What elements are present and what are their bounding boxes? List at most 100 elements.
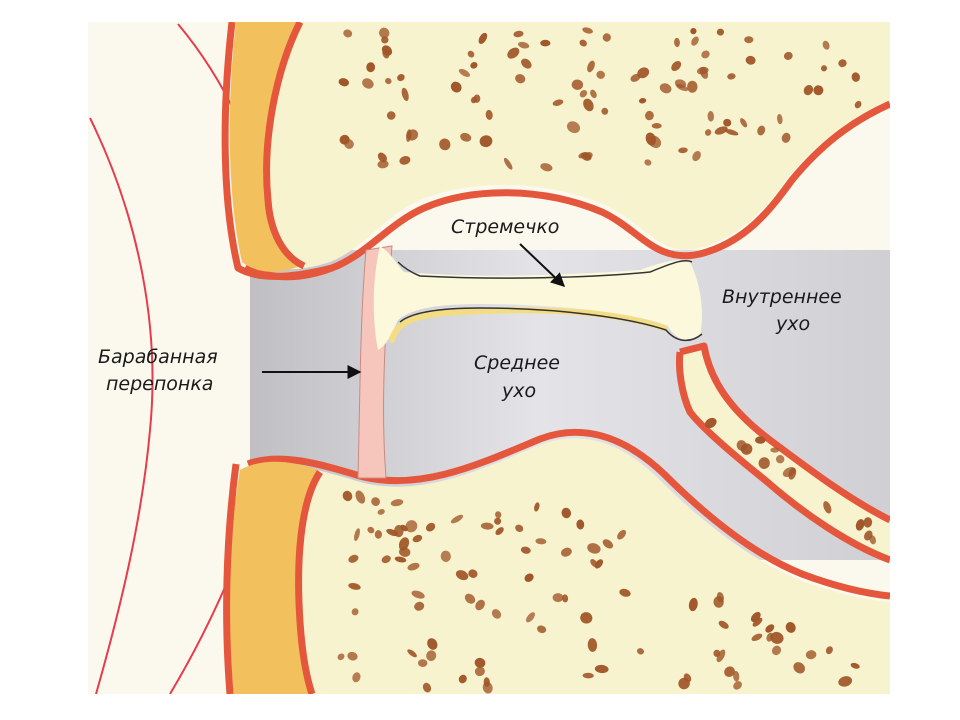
marrow-dot (723, 118, 732, 127)
marrow-dot (571, 79, 584, 90)
stapes-edge (389, 307, 667, 343)
marrow-dot (783, 51, 793, 60)
marrow-dot (736, 440, 747, 451)
marrow-dot (838, 59, 847, 68)
marrow-dot (390, 499, 404, 507)
marrow-dot (515, 74, 526, 84)
marrow-dot (439, 138, 451, 151)
marrow-dot (552, 99, 564, 106)
marrow-dot (534, 502, 540, 512)
marrow-dot (683, 673, 692, 683)
marrow-dot (401, 87, 409, 102)
marrow-dot (781, 132, 791, 143)
marrow-dot (651, 123, 662, 129)
marrow-dot (385, 78, 392, 85)
bone-marrow-dots (337, 27, 877, 694)
marrow-dot (377, 152, 387, 163)
marrow-dot (850, 662, 860, 669)
marrow-dot (460, 132, 472, 142)
marrow-dot (467, 50, 475, 58)
marrow-dot (337, 653, 345, 661)
marrow-dot (770, 447, 780, 453)
marrow-dot (587, 60, 595, 73)
marrow-dot (381, 36, 389, 44)
marrow-dot (495, 511, 502, 519)
marrow-dot (782, 466, 796, 478)
marrow-dot (596, 70, 605, 79)
marrow-dot (352, 672, 361, 683)
marrow-dot (757, 125, 766, 136)
marrow-dot (440, 550, 451, 562)
marrow-dot (566, 121, 581, 134)
marrow-dot (515, 524, 524, 532)
marrow-dot (482, 681, 493, 694)
marrow-dot (671, 60, 682, 72)
marrow-dot (521, 58, 532, 69)
marrow-dot (518, 41, 530, 49)
marrow-dot (704, 129, 712, 136)
marrow-dot (745, 55, 756, 65)
marrow-dot (393, 524, 404, 538)
marrow-dot (342, 490, 353, 502)
marrow-dot (854, 100, 862, 109)
marrow-dot (479, 135, 493, 148)
marrow-dot (362, 78, 374, 89)
marrow-dot (377, 160, 389, 169)
marrow-dot (478, 32, 488, 44)
lower-cartilage-edge (223, 463, 240, 694)
marrow-dot (381, 555, 391, 564)
marrow-dot (579, 39, 587, 47)
marrow-dot (422, 682, 432, 693)
marrow-dot (354, 528, 360, 542)
marrow-dot (520, 546, 531, 554)
marrow-dot (725, 129, 739, 136)
marrow-dot (540, 163, 553, 172)
marrow-dot (587, 638, 598, 652)
marrow-dot (619, 588, 631, 597)
marrow-dot (838, 676, 853, 687)
marrow-dot (863, 517, 873, 528)
marrow-dot (552, 593, 564, 603)
marrow-dot (507, 47, 520, 59)
marrow-dot (752, 617, 763, 627)
marrow-dot (347, 651, 358, 661)
stapes-outline (397, 260, 703, 342)
marrow-dot (348, 554, 359, 563)
marrow-dot (535, 538, 547, 545)
marrow-dot (583, 98, 594, 112)
marrow-dot (540, 39, 551, 47)
marrow-dot (418, 659, 428, 668)
marrow-dot (823, 501, 832, 514)
eardrum-label-line2: перепонка (106, 373, 213, 395)
marrow-dot (377, 509, 385, 515)
marrow-dot (691, 36, 699, 46)
marrow-dot (688, 597, 698, 612)
marrow-dot (526, 612, 535, 623)
marrow-dot (716, 649, 726, 663)
marrow-dot (399, 156, 411, 165)
marrow-dot (770, 631, 784, 644)
eardrum-label-line1: Барабанная (98, 346, 218, 368)
marrow-dot (601, 107, 609, 115)
marrow-dot (645, 132, 656, 146)
marrow-dot (678, 147, 688, 154)
marrow-dot (803, 84, 814, 96)
inner-ear-label-line1: Внутреннее (722, 286, 842, 308)
marrow-dot (771, 645, 782, 656)
marrow-dot (699, 66, 709, 79)
stapes-label: Стремечко (451, 216, 559, 238)
marrow-dot (485, 109, 493, 120)
marrow-dot (582, 672, 594, 679)
marrow-dot (562, 594, 569, 603)
marrow-dot (450, 81, 462, 93)
stapes-arrow (519, 243, 566, 287)
marrow-dot (468, 569, 478, 578)
marrow-dot (707, 111, 715, 122)
marrow-dot (617, 529, 627, 540)
marrow-dot (494, 517, 502, 525)
marrow-dot (474, 666, 485, 677)
marrow-dot (659, 83, 672, 94)
marrow-dot (704, 417, 717, 429)
marrow-dot (338, 78, 350, 87)
marrow-dot (458, 68, 470, 77)
